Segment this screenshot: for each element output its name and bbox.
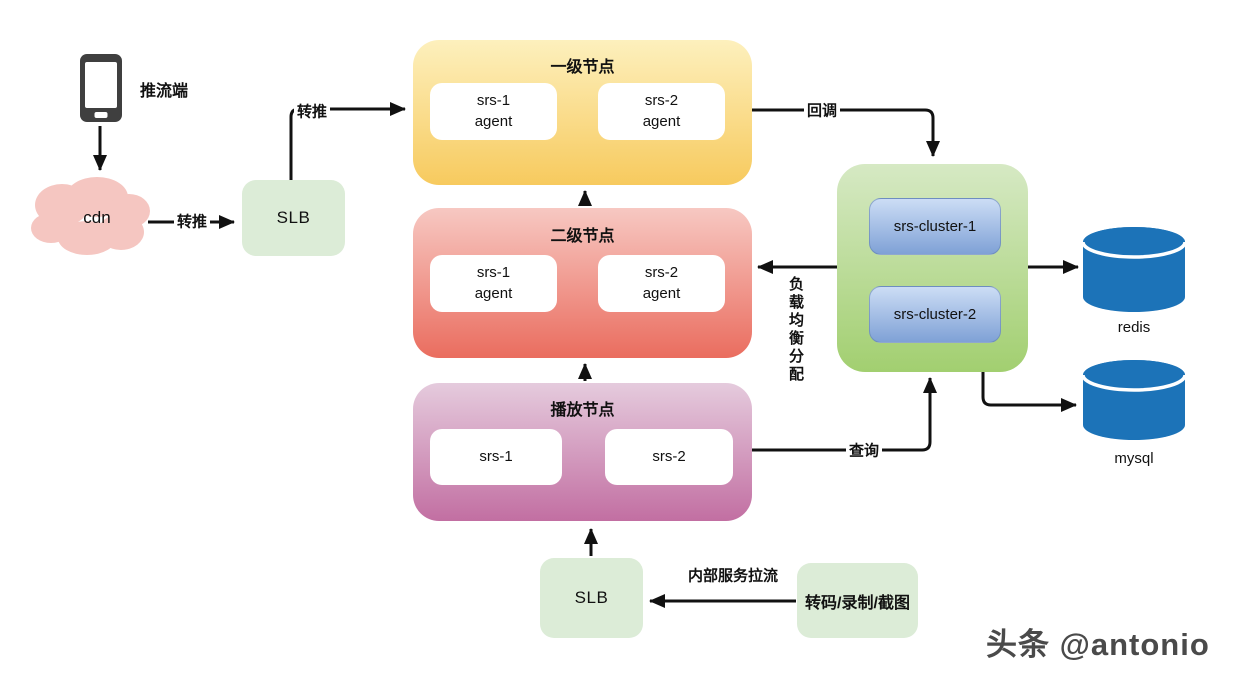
tier2-node: 二级节点 srs-1 agent srs-2 agent [413,208,752,358]
srs-cluster-1-label: srs-cluster-1 [893,218,977,235]
tier1-srs2-box: srs-2 agent [598,83,725,140]
edge-label-callback: 回调 [803,99,841,121]
edge-label-internal-pull: 内部服务拉流 [687,567,779,585]
edge-play-query-cluster [752,377,937,452]
mysql-database-icon [1081,360,1187,440]
slb-bottom-node: SLB [540,558,643,638]
tier2-srs2-box: srs-2 agent [598,255,725,312]
srs-cluster-2-label: srs-cluster-2 [893,306,977,323]
play-title: 播放节点 [550,402,615,419]
tier1-srs2-label: srs-2 agent [642,92,681,130]
publisher-label: 推流端 [140,83,189,100]
tier2-srs1-box: srs-1 agent [430,255,557,312]
edge-label-forward-1: 转推 [173,210,211,232]
transcode-node: 转码/录制/截图 [797,563,918,638]
edge-label-load-balance: 负载均衡分配 [787,276,804,384]
slb-top-node: SLB [242,180,345,256]
edge-label-query: 查询 [845,439,883,461]
tier1-srs1-label: srs-1 agent [474,92,513,130]
srs-cluster-1-box: srs-cluster-1 [869,198,1001,255]
edge-label-forward-2: 转推 [293,100,331,122]
tier1-node: 一级节点 srs-1 agent srs-2 agent [413,40,752,185]
cdn-label: cdn [83,208,111,227]
edge-tier1-callback-cluster [752,108,940,157]
phone-screen [85,62,117,108]
edge-cluster-to-mysql [981,372,1077,412]
tier1-srs1-box: srs-1 agent [430,83,557,140]
transcode-label: 转码/录制/截图 [805,594,910,612]
srs-cluster-2-box: srs-cluster-2 [869,286,1001,343]
tier2-srs1-label: srs-1 agent [474,264,513,302]
tier1-title: 一级节点 [550,59,615,76]
tier2-srs2-label: srs-2 agent [642,264,681,302]
redis-label: redis [1117,319,1151,336]
phone-home-button [94,112,108,118]
phone-icon [80,54,122,122]
tier2-title: 二级节点 [550,228,615,245]
slb-bottom-label: SLB [574,588,609,607]
play-srs1-label: srs-1 [479,447,513,465]
play-node: 播放节点 srs-1 srs-2 [413,383,752,521]
play-srs2-box: srs-2 [605,429,733,485]
play-srs1-box: srs-1 [430,429,562,485]
play-srs2-label: srs-2 [652,447,686,465]
redis-database-icon [1081,227,1187,312]
mysql-label: mysql [1114,450,1154,467]
watermark: 头条 @antonio [986,627,1210,662]
cdn-cloud-icon [31,177,150,255]
slb-top-label: SLB [276,208,311,227]
srs-cluster-node: srs-cluster-1 srs-cluster-2 [837,164,1028,372]
